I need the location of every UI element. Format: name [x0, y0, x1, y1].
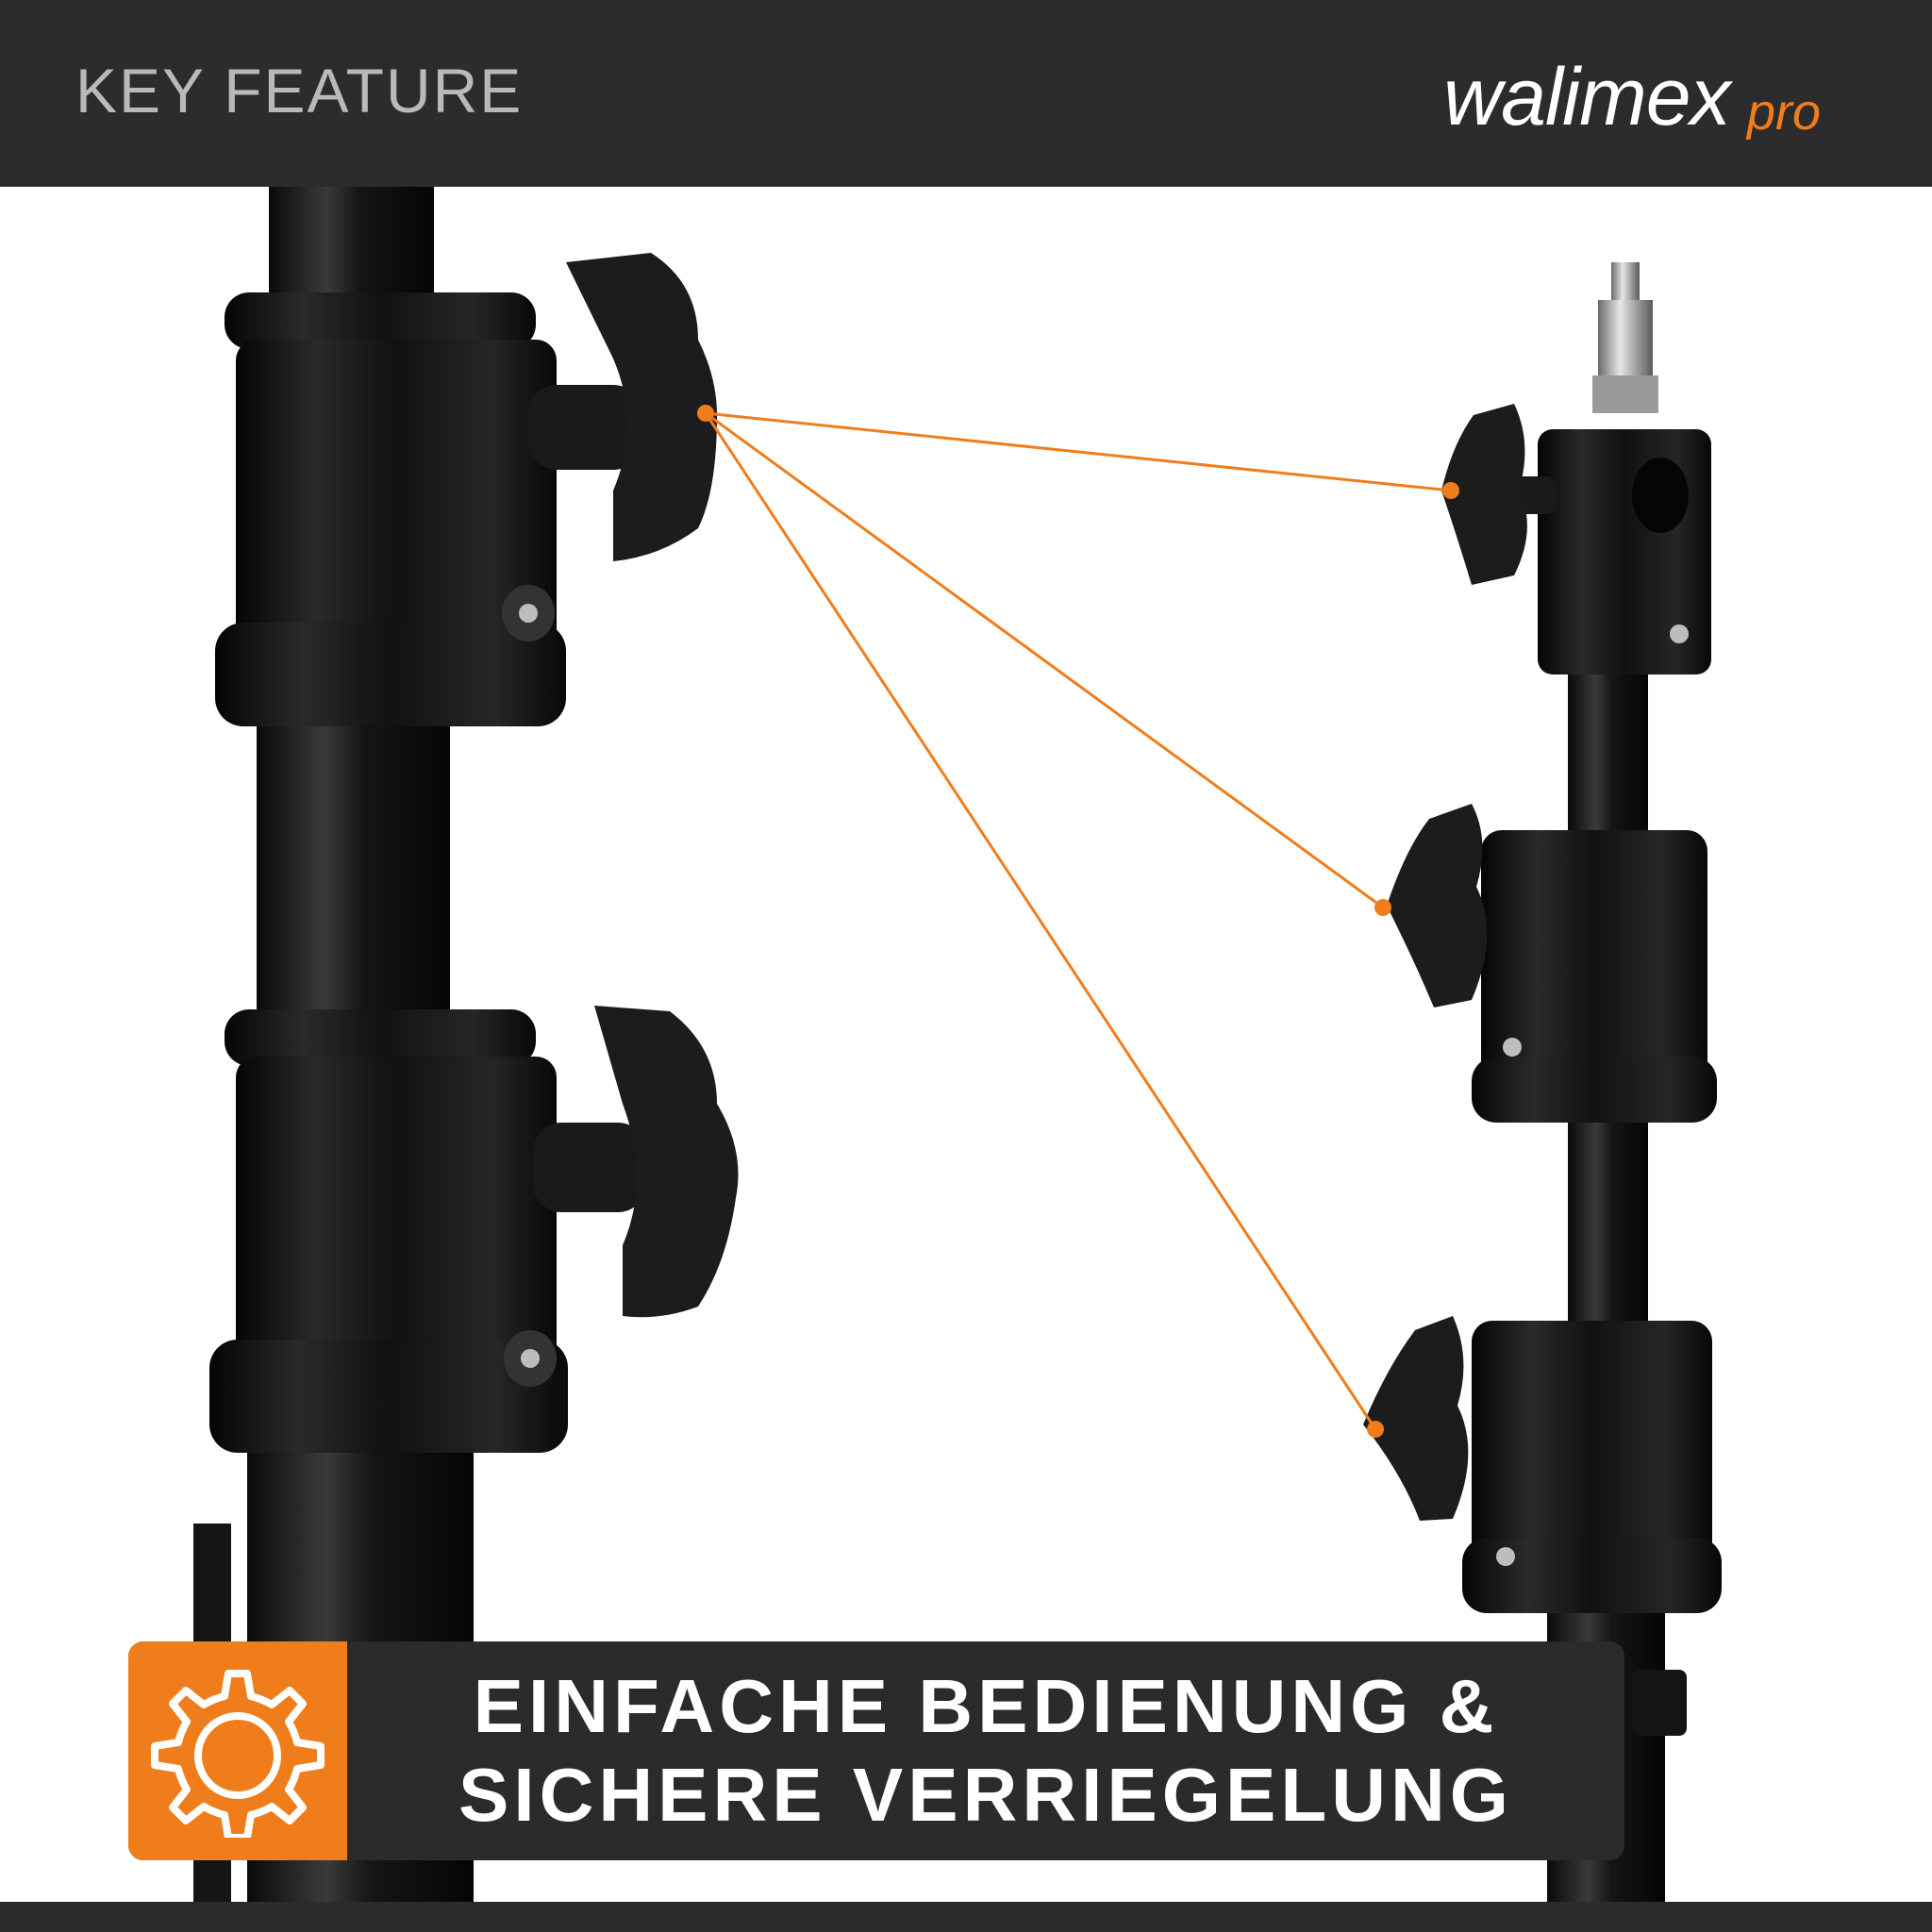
page-title: KEY FEATURE: [75, 56, 524, 125]
banner-line-1: EINFACHE BEDIENUNG &: [473, 1664, 1499, 1748]
banner-text: EINFACHE BEDIENUNG & SICHERE VERRIEGELUN…: [347, 1641, 1624, 1860]
logo-brand-text: walimex: [1443, 52, 1731, 142]
feature-banner: EINFACHE BEDIENUNG & SICHERE VERRIEGELUN…: [128, 1641, 1624, 1860]
walimex-pro-logo: walimex pro: [1443, 45, 1858, 149]
gear-icon: [151, 1670, 325, 1838]
footer-strip: [0, 1902, 1932, 1932]
banner-line-2: SICHERE VERRIEGELUNG: [458, 1753, 1513, 1837]
header-bar: KEY FEATURE walimex pro: [0, 0, 1932, 187]
left-stand: [193, 187, 739, 1902]
logo-sub-text: pro: [1747, 84, 1822, 141]
callout-dots: [697, 405, 1459, 1438]
banner-icon-box: [128, 1641, 347, 1860]
callout-lines: [704, 411, 1452, 1430]
